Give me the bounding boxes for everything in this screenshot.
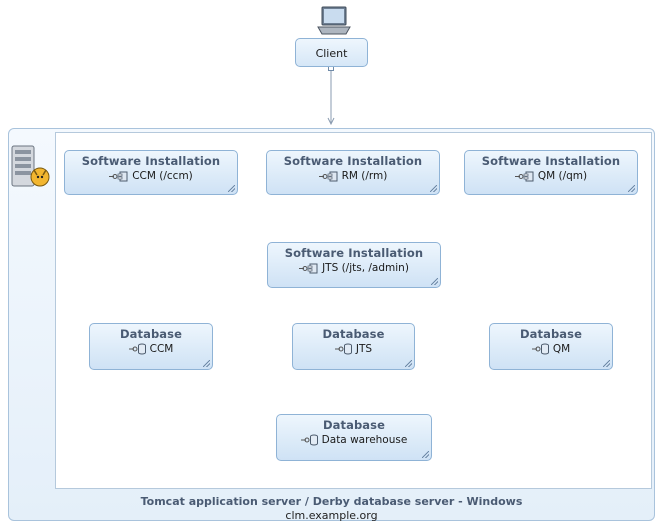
software-installation-rm[interactable]: Software Installation RM (/rm) — [266, 150, 440, 195]
node-label: QM — [552, 343, 571, 355]
database-icon — [128, 343, 146, 355]
server-title: Tomcat application server / Derby databa… — [140, 495, 523, 508]
node-label: CCM — [149, 343, 174, 355]
component-icon — [299, 263, 318, 273]
database-ccm[interactable]: Database CCM — [89, 323, 213, 370]
node-title: Software Installation — [283, 154, 423, 168]
database-data-warehouse[interactable]: Database Data warehouse — [276, 414, 432, 461]
software-installation-ccm[interactable]: Software Installation CCM (/ccm) — [64, 150, 238, 195]
node-title: Database — [322, 327, 385, 341]
software-installation-jts[interactable]: Software Installation JTS (/jts, /admin) — [267, 242, 441, 288]
node-label: RM (/rm) — [341, 170, 388, 182]
database-qm[interactable]: Database QM — [489, 323, 613, 370]
database-icon — [300, 434, 318, 446]
node-title: Database — [119, 327, 182, 341]
node-label: QM (/qm) — [537, 170, 588, 182]
database-icon — [531, 343, 549, 355]
node-title: Database — [519, 327, 582, 341]
node-title: Software Installation — [284, 246, 424, 260]
node-label: Data warehouse — [321, 434, 408, 446]
laptop-icon — [317, 6, 351, 35]
server-host: clm.example.org — [285, 509, 378, 522]
component-icon — [514, 171, 534, 181]
software-installation-qm[interactable]: Software Installation QM (/qm) — [464, 150, 638, 195]
client-node[interactable]: Client — [295, 38, 368, 67]
node-title: Software Installation — [81, 154, 221, 168]
node-label: CCM (/ccm) — [132, 170, 193, 182]
database-jts[interactable]: Database JTS — [292, 323, 415, 370]
node-label: JTS — [355, 343, 373, 355]
node-title: Database — [322, 418, 385, 432]
node-label: JTS (/jts, /admin) — [322, 262, 409, 274]
client-label: Client — [315, 47, 348, 60]
component-icon — [109, 171, 128, 181]
component-icon — [318, 171, 338, 181]
database-icon — [334, 343, 352, 355]
server-tomcat-icon — [11, 145, 50, 187]
node-title: Software Installation — [481, 154, 621, 168]
